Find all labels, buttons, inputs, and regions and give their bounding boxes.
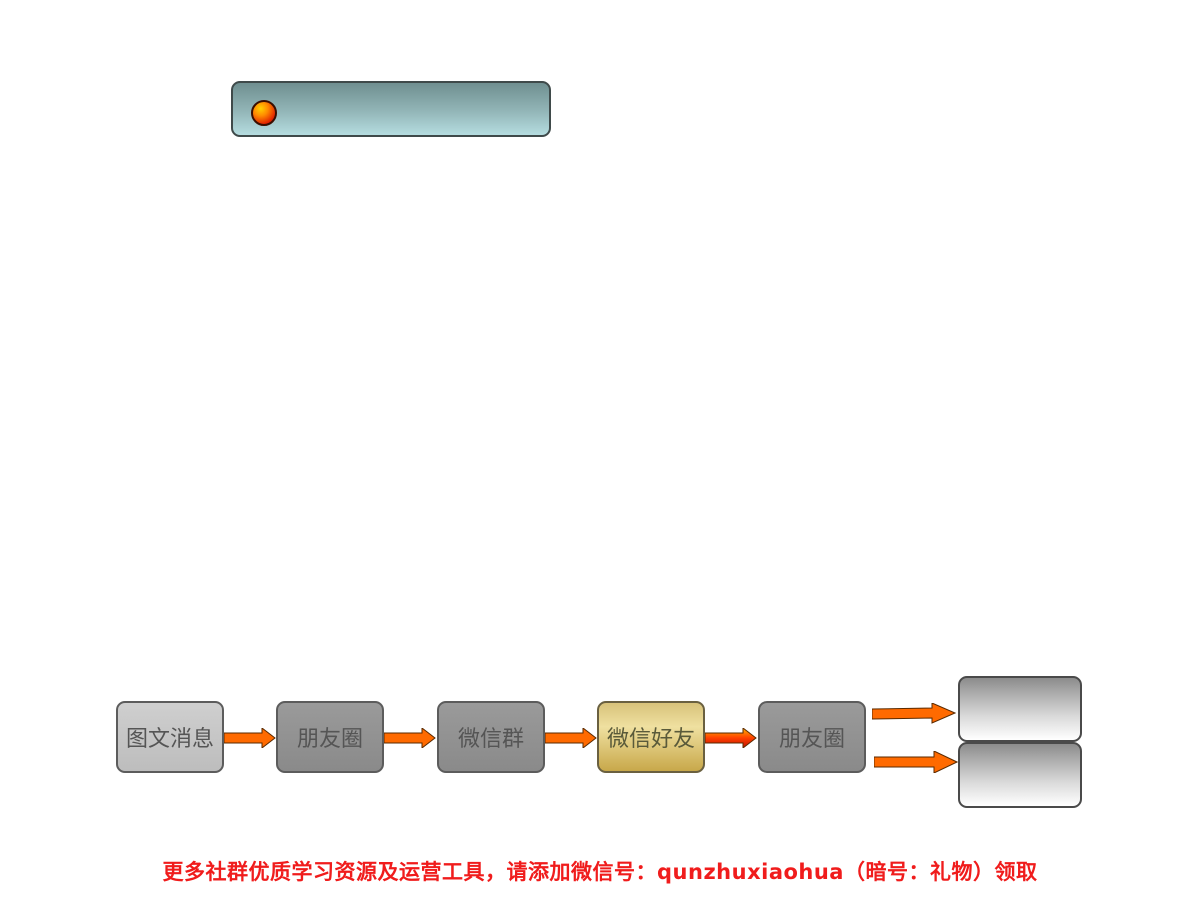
output-box-1	[958, 676, 1082, 742]
node-label: 微信群	[457, 727, 524, 752]
arrow-right-icon	[705, 728, 757, 748]
flow-node-moments-2: 朋友圈	[758, 701, 866, 773]
footer-promo-text: 更多社群优质学习资源及运营工具，请添加微信号：qunzhuxiaohua（暗号：…	[162, 860, 1038, 884]
flow-node-wechat-group: 微信群	[437, 701, 545, 773]
arrow-right-icon	[874, 751, 958, 773]
arrow-right-icon	[545, 728, 597, 748]
output-box-2	[958, 742, 1082, 808]
flow-node-moments: 朋友圈	[276, 701, 384, 773]
node-label: 朋友圈	[296, 727, 363, 752]
flow-node-image-text-message: 图文消息	[116, 701, 224, 773]
title-bar	[231, 81, 551, 137]
arrow-right-icon	[384, 728, 436, 748]
arrow-right-icon	[872, 703, 956, 725]
arrow-right-icon	[224, 728, 276, 748]
node-label: 图文消息	[125, 727, 214, 752]
node-label: 微信好友	[606, 727, 695, 752]
sphere-bullet-icon	[251, 100, 277, 126]
node-label: 朋友圈	[778, 727, 845, 752]
flow-node-wechat-friend: 微信好友	[597, 701, 705, 773]
